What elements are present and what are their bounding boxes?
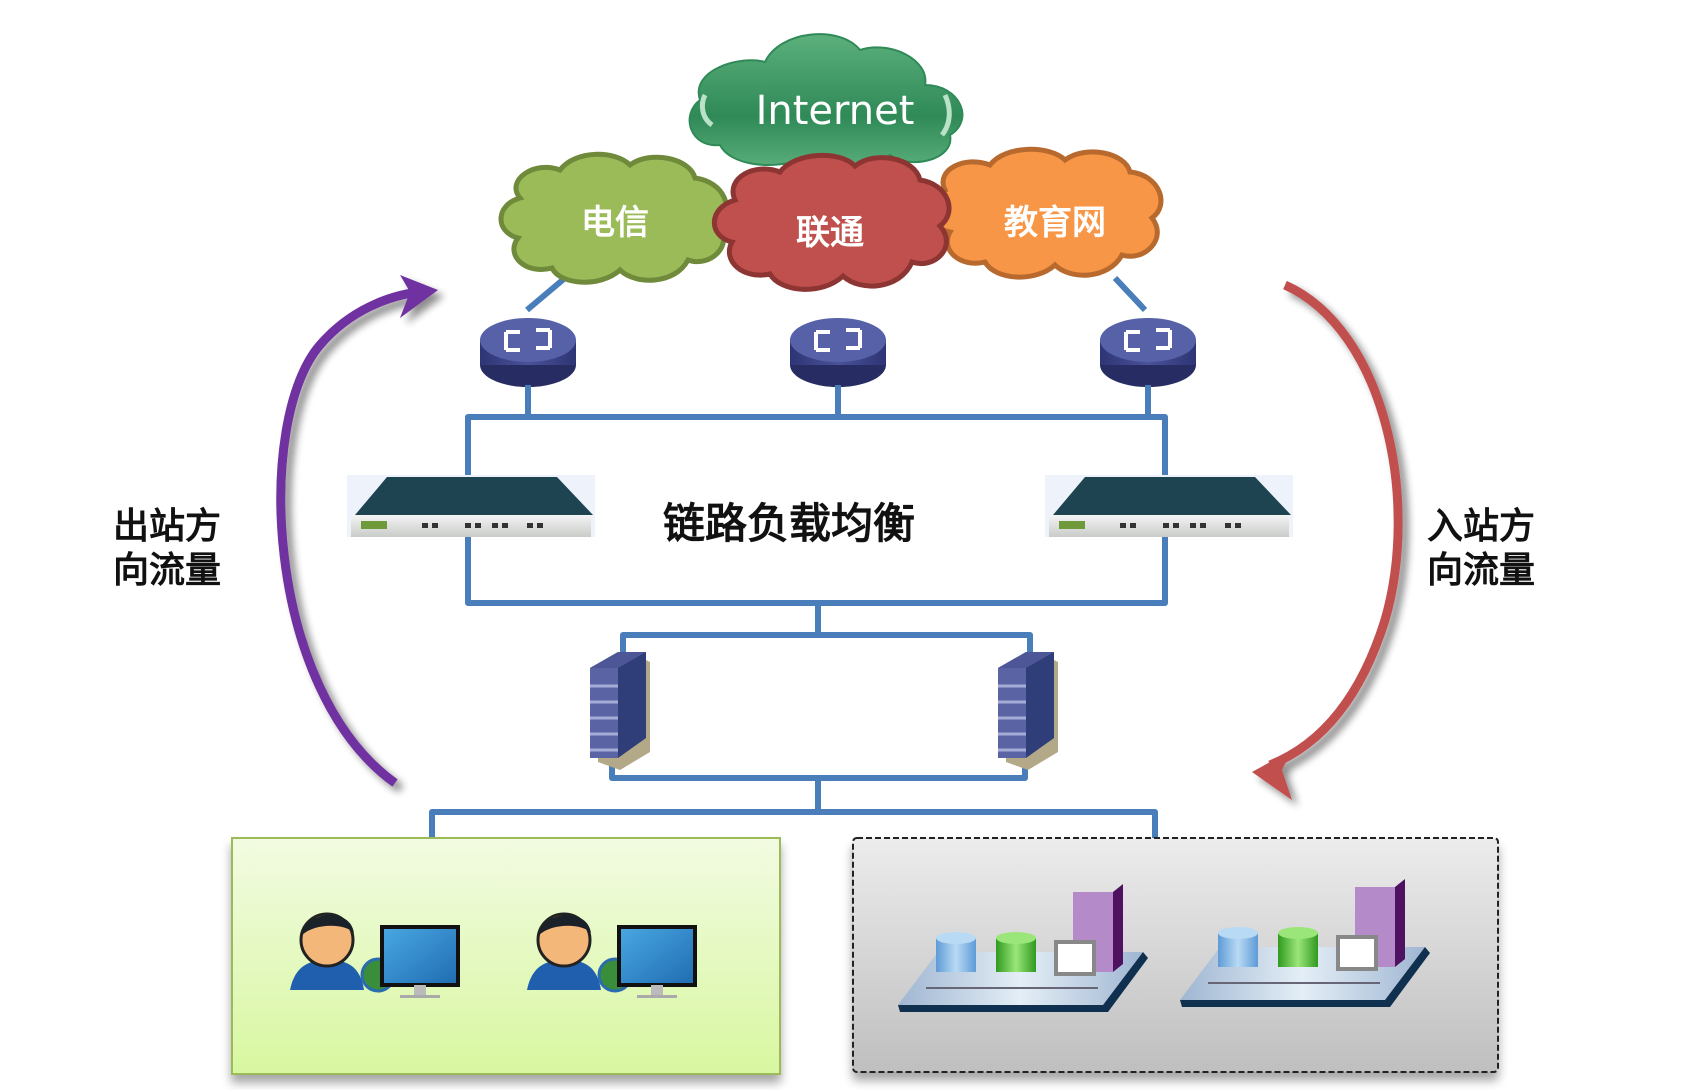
user-workstation-icon bbox=[527, 912, 697, 998]
edu-label: 教育网 bbox=[1004, 203, 1106, 243]
load-balancer-icon bbox=[1045, 475, 1293, 537]
firewall-icon bbox=[998, 652, 1058, 770]
server-cluster-icon bbox=[898, 884, 1148, 1012]
user-workstation-icon bbox=[290, 912, 460, 998]
firewall-icon bbox=[590, 652, 650, 770]
load-balancer-icon bbox=[347, 475, 595, 537]
router-icon bbox=[480, 318, 576, 387]
inbound-label-line2: 向流量 bbox=[1427, 550, 1536, 591]
servers-zone bbox=[852, 837, 1499, 1073]
router-icon bbox=[790, 318, 886, 387]
outbound-label: 出站方 向流量 bbox=[113, 505, 221, 593]
outbound-label-line2: 向流量 bbox=[113, 550, 222, 591]
router-icon bbox=[1100, 318, 1196, 387]
inbound-label: 入站方 向流量 bbox=[1427, 505, 1535, 593]
internet-label: Internet bbox=[755, 88, 915, 134]
unicom-cloud bbox=[711, 152, 952, 292]
server-cluster-icon bbox=[1180, 879, 1430, 1007]
diagram-title: 链路负载均衡 bbox=[663, 499, 916, 548]
telecom-label: 电信 bbox=[581, 203, 649, 243]
uplink-lines bbox=[525, 275, 1148, 313]
inbound-label-line1: 入站方 bbox=[1427, 506, 1536, 547]
unicom-label: 联通 bbox=[796, 213, 864, 253]
internet-cloud bbox=[688, 33, 964, 172]
outbound-arrow bbox=[276, 275, 438, 787]
edu-cloud bbox=[926, 146, 1164, 280]
network-links bbox=[429, 385, 1168, 840]
telecom-cloud bbox=[498, 151, 729, 285]
inbound-arrow bbox=[1252, 280, 1403, 800]
outbound-label-line1: 出站方 bbox=[113, 506, 222, 547]
